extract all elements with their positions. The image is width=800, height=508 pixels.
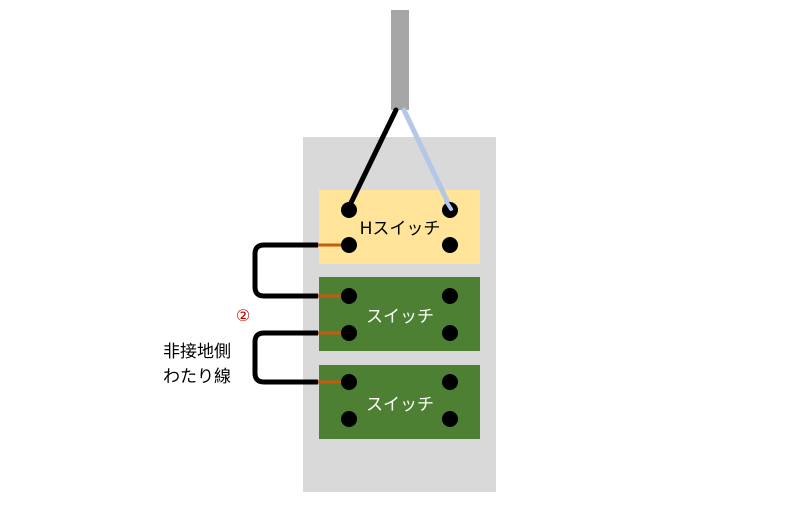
terminal — [341, 202, 357, 218]
terminal — [341, 288, 357, 304]
terminal — [442, 237, 458, 253]
terminal — [341, 237, 357, 253]
terminal — [341, 325, 357, 341]
h-switch-label: Hスイッチ — [360, 219, 441, 239]
jumper-wire-1 — [252, 242, 318, 299]
black-wire — [345, 107, 399, 212]
white-wire — [401, 107, 454, 212]
annotation-line-1: 非接地側 — [163, 342, 231, 362]
switch-label-3: スイッチ — [366, 395, 434, 415]
terminal — [442, 411, 458, 427]
terminal — [442, 288, 458, 304]
jumper-wire-2 — [252, 330, 318, 385]
terminal — [341, 374, 357, 390]
terminal — [442, 374, 458, 390]
terminal — [341, 411, 357, 427]
cable-jacket — [391, 10, 409, 110]
white-wire-tip — [444, 199, 453, 211]
circled-number-marker: ② — [236, 306, 250, 325]
annotation-line-2: わたり線 — [163, 367, 231, 387]
switch-label-2: スイッチ — [366, 307, 434, 327]
terminal — [442, 325, 458, 341]
